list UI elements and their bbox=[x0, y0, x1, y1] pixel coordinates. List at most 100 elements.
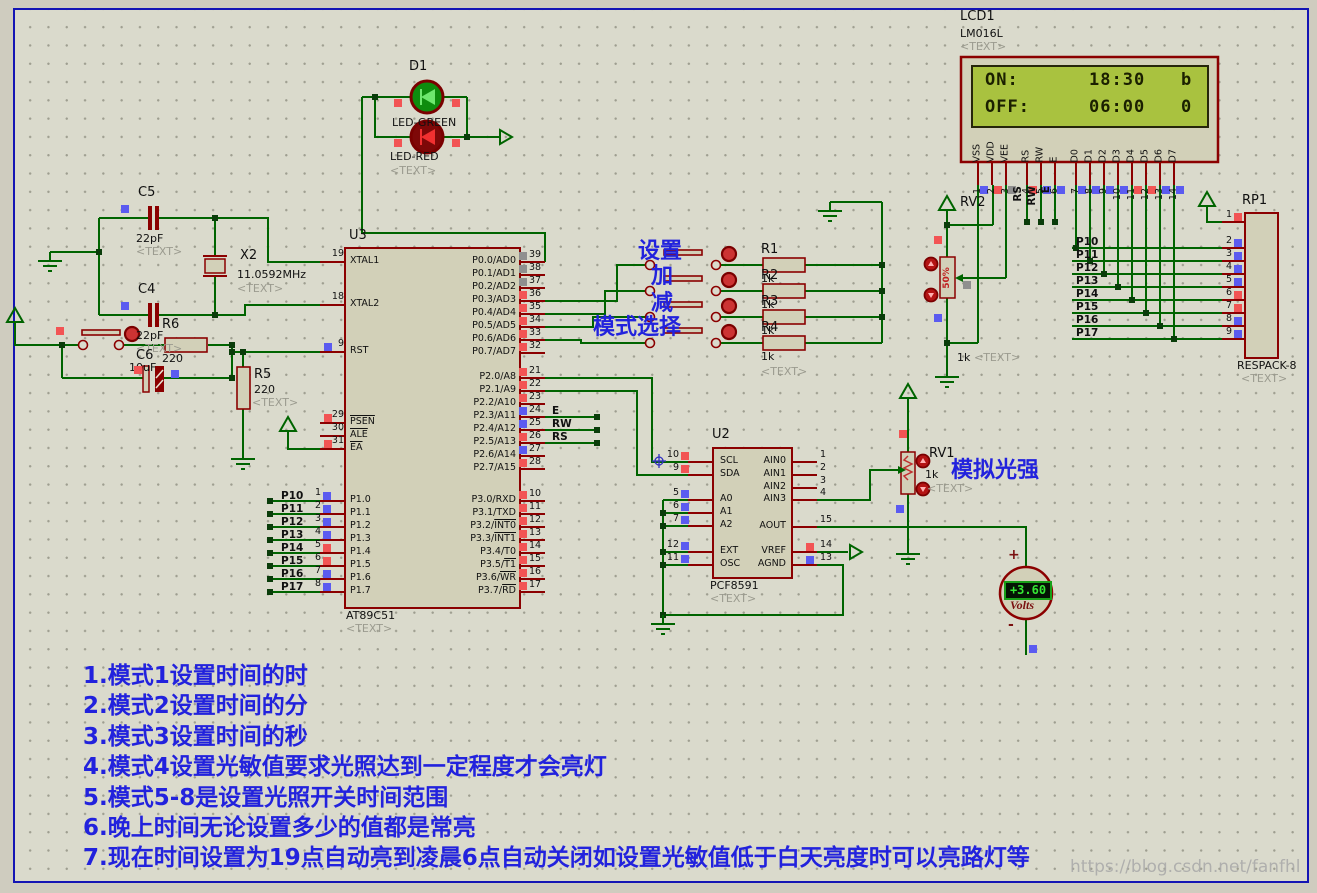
pin-name: P2.1/A9 bbox=[479, 384, 516, 395]
push-button-actuator[interactable] bbox=[123, 325, 141, 343]
pin-name: P2.4/A12 bbox=[473, 423, 516, 434]
state-square bbox=[394, 139, 402, 147]
state-square bbox=[519, 556, 527, 564]
u3-pin-name: P1.7 bbox=[350, 585, 371, 596]
net-label: E bbox=[552, 405, 560, 417]
lcd-pin-name: D2 bbox=[1097, 149, 1109, 163]
pin-number: 1 bbox=[1225, 209, 1232, 220]
state-square bbox=[1029, 645, 1037, 653]
push-button-actuator[interactable] bbox=[720, 271, 738, 289]
note-line: 2.模式2设置时间的分 bbox=[83, 693, 308, 720]
pin-number: 19 bbox=[331, 248, 344, 259]
voltmeter-minus: - bbox=[1008, 617, 1014, 633]
pot-up-actuator[interactable] bbox=[915, 453, 931, 469]
state-square bbox=[323, 570, 331, 578]
u3-pin-name: XTAL2 bbox=[350, 298, 380, 309]
net-label: P14 bbox=[1076, 288, 1099, 300]
pin-number: 10 bbox=[666, 449, 679, 460]
pin-number: 7 bbox=[1225, 300, 1232, 311]
x2-value: 11.0592MHz bbox=[237, 268, 307, 281]
push-button-actuator[interactable] bbox=[720, 245, 738, 263]
lcd-pin-name: D0 bbox=[1069, 149, 1081, 163]
net-label: RW bbox=[1026, 186, 1038, 206]
u3-pin-name: ALE bbox=[350, 429, 368, 440]
pin-number: 5 bbox=[314, 539, 321, 550]
net-label: P12 bbox=[1076, 262, 1099, 274]
state-square bbox=[323, 492, 331, 500]
u2-pin-name: A1 bbox=[720, 506, 733, 517]
pin-number: 6 bbox=[672, 500, 679, 511]
pin-number: 31 bbox=[331, 435, 344, 446]
pin-name: P0.1/AD1 bbox=[472, 268, 516, 279]
u2-pin-name: AGND bbox=[757, 558, 786, 569]
pin-number: 9 bbox=[672, 462, 679, 473]
lcd-pin-name: E bbox=[1048, 156, 1060, 163]
lcd-pin-name: VEE bbox=[999, 143, 1011, 163]
state-square bbox=[1234, 330, 1242, 338]
pin-name: P2.6/A14 bbox=[473, 449, 516, 460]
pin-number: 14 bbox=[820, 539, 833, 550]
state-square bbox=[681, 490, 689, 498]
pin-number: 9 bbox=[337, 338, 344, 349]
lcd-model: LM016L bbox=[960, 27, 1003, 40]
pin-number: 6 bbox=[314, 552, 321, 563]
u2-pin-name: VREF bbox=[761, 545, 786, 556]
lcd-pin-name: D4 bbox=[1125, 149, 1137, 163]
watermark: https://blog.csdn.net/fanfhl bbox=[1070, 857, 1301, 877]
state-square bbox=[171, 370, 179, 378]
state-square bbox=[1162, 186, 1170, 194]
pot-up-actuator[interactable] bbox=[923, 256, 939, 272]
push-button-actuator[interactable] bbox=[720, 323, 738, 341]
voltmeter-value: +3.60 bbox=[1004, 581, 1052, 600]
rp1-part: RESPACK-8 bbox=[1237, 359, 1297, 372]
note-line: 6.晚上时间无论设置多少的值都是常亮 bbox=[83, 814, 476, 841]
pin-number: 29 bbox=[331, 409, 344, 420]
pin-number: 15 bbox=[529, 553, 542, 564]
lcd-line2-label: OFF: bbox=[985, 97, 1030, 117]
pin-number: 33 bbox=[529, 327, 542, 338]
c5-ref: C5 bbox=[138, 185, 156, 200]
pin-number: 15 bbox=[820, 514, 833, 525]
pin-number: 12 bbox=[529, 514, 542, 525]
state-square bbox=[1234, 278, 1242, 286]
pin-number: 10 bbox=[529, 488, 542, 499]
net-label: RS bbox=[552, 431, 568, 443]
lcd-line1-flag: b bbox=[1181, 70, 1193, 90]
state-square bbox=[681, 452, 689, 460]
pin-name: P3.5/T1 bbox=[480, 559, 516, 570]
state-square bbox=[519, 504, 527, 512]
state-square bbox=[121, 205, 129, 213]
annotation-dec: 减 bbox=[651, 291, 674, 316]
state-square bbox=[1078, 186, 1086, 194]
state-square bbox=[1029, 186, 1037, 194]
lcd-pin-name: D3 bbox=[1111, 149, 1123, 163]
pin-number: 38 bbox=[529, 262, 542, 273]
state-square bbox=[323, 531, 331, 539]
state-square bbox=[323, 557, 331, 565]
pin-name: P3.7/RD bbox=[478, 585, 516, 596]
pin-name: P2.0/A8 bbox=[479, 371, 516, 382]
pot-down-actuator[interactable] bbox=[923, 287, 939, 303]
pin-number: 3 bbox=[1225, 248, 1232, 259]
pin-name: P0.7/AD7 bbox=[472, 346, 516, 357]
pin-number: 3 bbox=[314, 513, 321, 524]
r5-value: 220 bbox=[254, 383, 275, 396]
lcd-pin-name: D5 bbox=[1139, 149, 1151, 163]
state-square bbox=[519, 368, 527, 376]
pin-number: 4 bbox=[820, 487, 827, 498]
note-line: 3.模式3设置时间的秒 bbox=[83, 723, 308, 750]
push-button-actuator[interactable] bbox=[720, 297, 738, 315]
state-square bbox=[519, 530, 527, 538]
annotation-light: 模拟光强 bbox=[951, 458, 1040, 483]
lcd-pin-name: D7 bbox=[1167, 149, 1179, 163]
pin-number: 23 bbox=[529, 391, 542, 402]
pin-name: P2.7/A15 bbox=[473, 462, 516, 473]
net-label: P10 bbox=[1076, 236, 1099, 248]
rv1-text-placeholder: <TEXT> bbox=[927, 482, 974, 495]
pin-number: 18 bbox=[331, 291, 344, 302]
pin-name: P0.2/AD2 bbox=[472, 281, 516, 292]
resistor-ref: R1 bbox=[761, 242, 779, 257]
state-square bbox=[1120, 186, 1128, 194]
u3-pin-name: P1.3 bbox=[350, 533, 371, 544]
pin-number: 27 bbox=[529, 443, 542, 454]
